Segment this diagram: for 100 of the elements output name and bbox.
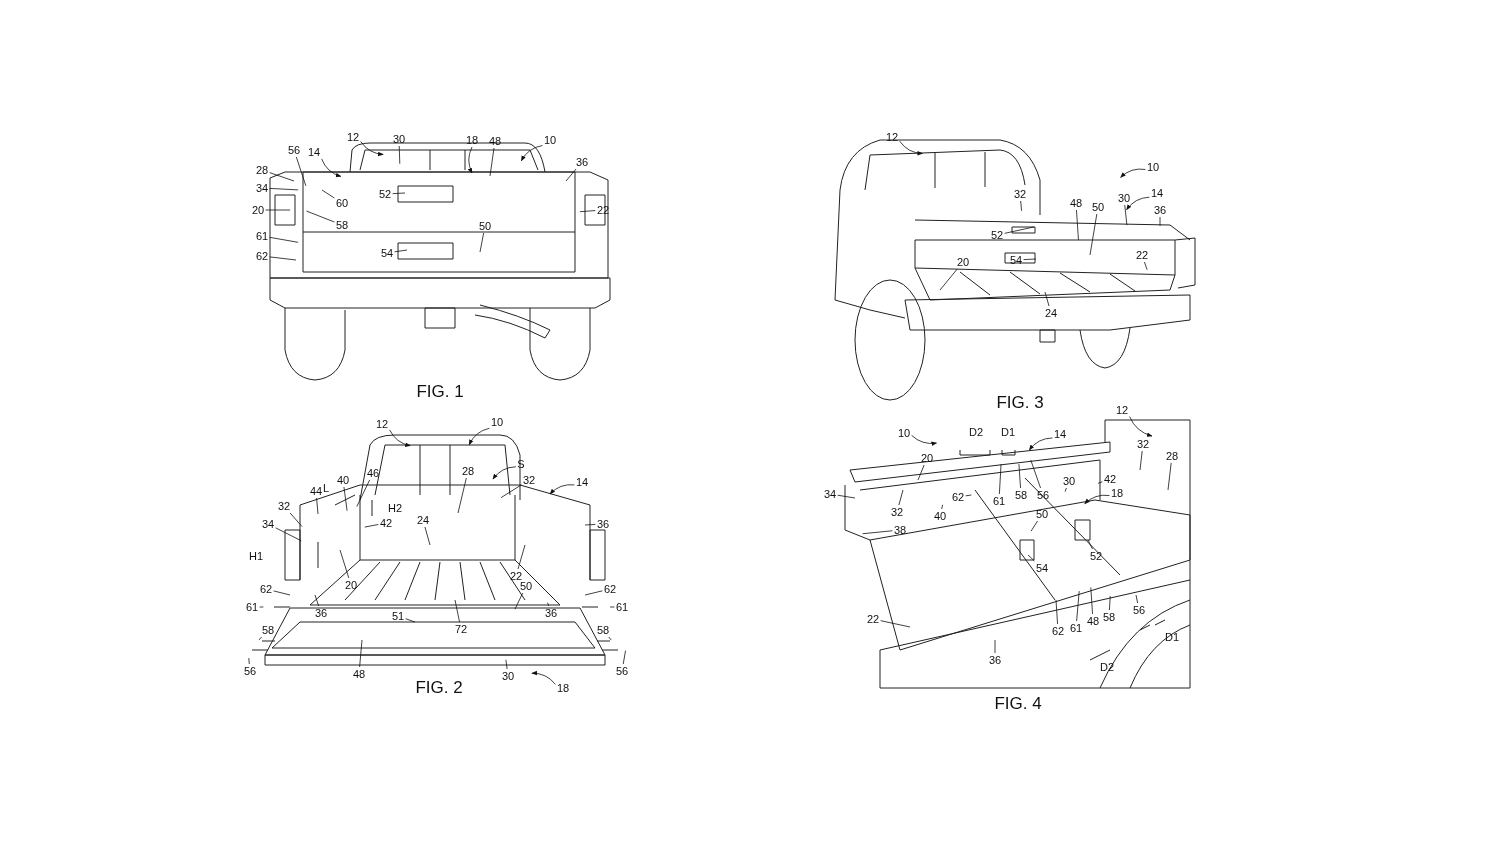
dimension-label: D1 (1164, 631, 1180, 643)
leader-line (1044, 291, 1050, 307)
figure-label: FIG. 1 (416, 383, 464, 401)
leader-line (999, 463, 1002, 495)
callout-number: 12 (375, 418, 389, 430)
leader-line (275, 527, 302, 542)
dimension-label: D1 (1000, 426, 1016, 438)
leader-line (259, 606, 264, 608)
callout-number: 34 (823, 488, 837, 500)
leader-line (939, 268, 958, 291)
leader-line (1023, 258, 1037, 260)
callout-number: 56 (615, 665, 629, 677)
leader-line (457, 477, 467, 514)
leader-line (454, 599, 460, 623)
leader-line (500, 484, 522, 499)
leader-line (321, 189, 335, 199)
leader-line (1076, 209, 1079, 241)
callout-number: 34 (255, 182, 269, 194)
leader-line (1055, 599, 1058, 625)
leader-line (584, 524, 596, 526)
leader-line (356, 479, 371, 507)
callout-number: 10 (490, 416, 504, 428)
leader-line (314, 594, 320, 607)
callout-number: 10 (543, 134, 557, 146)
dimension-label: D2 (968, 426, 984, 438)
leader-line (359, 639, 363, 668)
callout-number: 56 (243, 665, 257, 677)
figure-label: FIG. 4 (994, 695, 1042, 713)
leader-line (295, 156, 307, 187)
leader-line (479, 232, 485, 253)
callout-number: 48 (352, 668, 366, 680)
leader-line (394, 249, 408, 253)
leader-line (880, 620, 911, 628)
callout-number: 12 (346, 131, 360, 143)
leader-line (1135, 594, 1138, 604)
leader-line (424, 526, 431, 546)
figure-label: FIG. 3 (996, 394, 1044, 412)
leader-line (994, 639, 996, 654)
leader-line (269, 188, 299, 191)
callout-number: 61 (255, 230, 269, 242)
leader-line (398, 145, 401, 165)
leader-line (1097, 481, 1103, 484)
leader-line (608, 636, 612, 641)
leader-line (837, 494, 856, 499)
leader-line (1167, 462, 1172, 491)
leader-line (584, 590, 603, 596)
leader-line (1090, 587, 1093, 615)
leader-line (269, 236, 299, 243)
leader-line (1027, 554, 1035, 562)
leader-line (1030, 520, 1038, 532)
leader-line (269, 256, 297, 261)
dimension-label: L (322, 482, 330, 494)
leader-line (248, 657, 250, 665)
leader-line (1020, 200, 1022, 212)
leader-line (1030, 459, 1041, 489)
leader-line (392, 192, 406, 194)
callout-number: 12 (885, 131, 899, 143)
callout-number: 12 (1115, 404, 1129, 416)
leader-line (316, 497, 319, 515)
callout-number: 20 (251, 204, 265, 216)
dimension-label: H1 (248, 550, 264, 562)
callout-number: 62 (255, 250, 269, 262)
leader-line (265, 209, 291, 211)
callout-number: 18 (465, 134, 479, 146)
callout-number: 61 (615, 601, 629, 613)
leader-line (517, 544, 526, 570)
leader-line (1109, 595, 1111, 611)
figure-label: FIG. 2 (415, 679, 463, 697)
dimension-label: D2 (1099, 661, 1115, 673)
leader-line (489, 147, 495, 177)
leader-line (547, 602, 550, 607)
leader-line (1004, 226, 1035, 234)
leader-line (1124, 204, 1128, 226)
leader-line (505, 659, 508, 670)
leader-line (289, 512, 303, 527)
leader-line (1089, 213, 1098, 256)
leader-line (1076, 590, 1080, 622)
leader-line (273, 590, 291, 596)
leader-line (405, 618, 416, 623)
callout-number: 30 (392, 133, 406, 145)
leader-line (1139, 450, 1143, 471)
leader-line (269, 172, 295, 182)
leader-line (898, 489, 904, 506)
leader-line (258, 636, 263, 641)
callout-number: 18 (556, 682, 570, 694)
callout-number: 30 (501, 670, 515, 682)
leader-line (579, 210, 596, 213)
leader-line (339, 549, 350, 579)
leader-line (862, 530, 893, 535)
leader-line (364, 524, 379, 528)
bed-perspective-drawing (844, 419, 1191, 689)
leader-line (965, 494, 972, 497)
callout-number: 48 (488, 135, 502, 147)
leader-line (1159, 216, 1161, 227)
leader-line (1018, 463, 1021, 489)
leader-line (622, 650, 626, 665)
leader-line (609, 606, 615, 608)
callout-number: 28 (255, 164, 269, 176)
leader-line (1064, 487, 1067, 492)
leader-line (917, 464, 925, 481)
